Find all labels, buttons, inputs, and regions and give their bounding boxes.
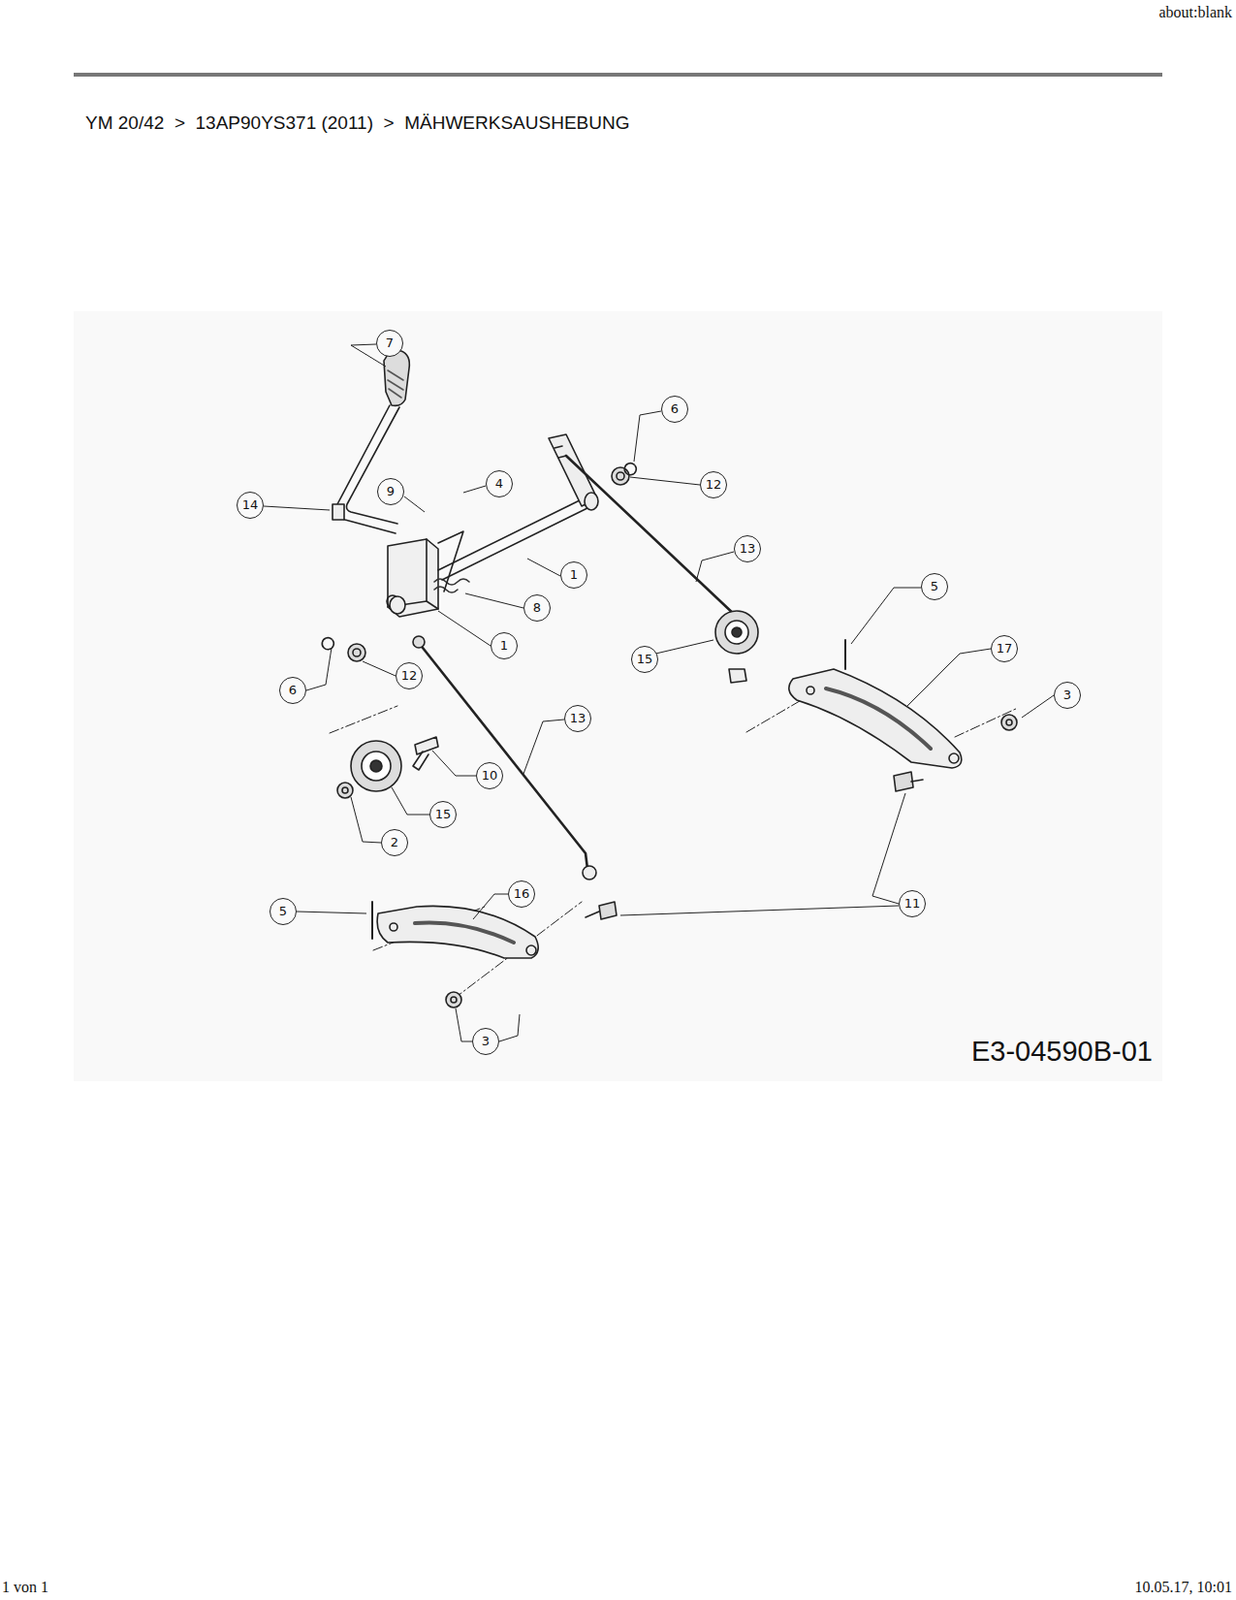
callout-number: 14 bbox=[236, 491, 264, 519]
callout-number: 12 bbox=[395, 662, 423, 690]
callout-number: 15 bbox=[631, 645, 659, 673]
callout-number: 3 bbox=[1053, 681, 1081, 709]
browser-footer: 10.05.17, 10:01 bbox=[1135, 1578, 1233, 1596]
callout-number: 8 bbox=[523, 594, 551, 622]
breadcrumb-title: YM 20/42 > 13AP90YS371 (2011) > MÄHWERKS… bbox=[85, 112, 630, 134]
callout-number: 10 bbox=[475, 761, 504, 790]
callout-number: 16 bbox=[507, 880, 536, 908]
callout-number: 1 bbox=[490, 632, 518, 660]
callout-number: 5 bbox=[269, 897, 297, 925]
callout-number: 17 bbox=[990, 634, 1018, 663]
browser-header: about:blank bbox=[1158, 3, 1233, 22]
callout-number: 5 bbox=[920, 572, 949, 601]
callout-number: 3 bbox=[472, 1027, 500, 1055]
callout-number: 4 bbox=[485, 470, 513, 498]
callout-number: 13 bbox=[733, 535, 761, 563]
callout-number: 2 bbox=[380, 828, 409, 856]
callout-number: 12 bbox=[699, 471, 728, 499]
callout-number: 9 bbox=[377, 477, 405, 506]
callout-number: 1 bbox=[560, 561, 588, 589]
callout-number: 6 bbox=[661, 395, 689, 423]
callout-number: 11 bbox=[898, 889, 926, 918]
drawing-number: E3-04590B-01 bbox=[971, 1035, 1153, 1068]
callout-number: 15 bbox=[429, 800, 457, 828]
callout-number: 7 bbox=[376, 329, 404, 357]
callout-number: 13 bbox=[564, 704, 592, 732]
callout-number: 6 bbox=[279, 676, 307, 704]
browser-footer: 1 von 1 bbox=[1, 1578, 49, 1596]
